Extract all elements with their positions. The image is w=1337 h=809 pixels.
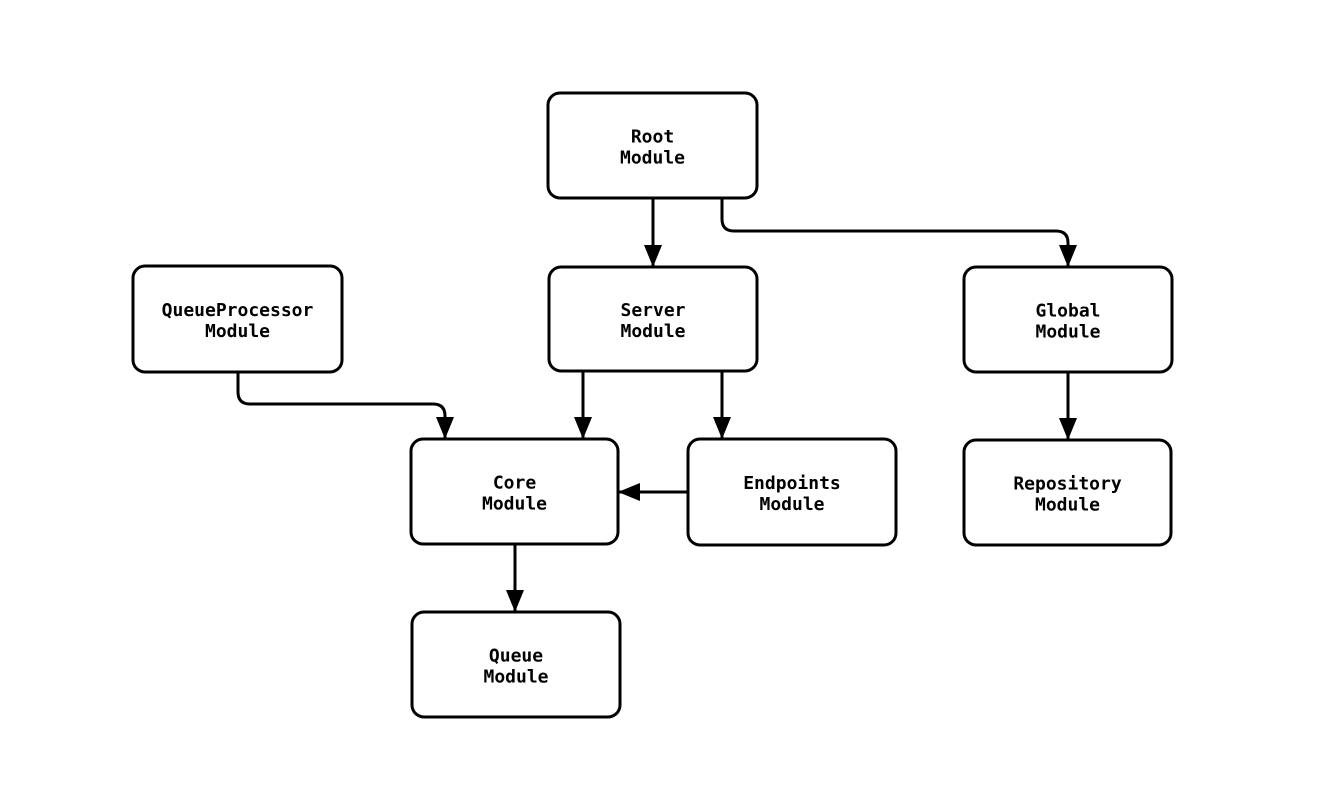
node-endpoints-box (686, 437, 898, 547)
node-root-box (546, 91, 759, 200)
node-core-box (409, 437, 620, 546)
edges-layer (236, 196, 1077, 613)
node-global-box (962, 265, 1174, 374)
node-queue-box (410, 610, 622, 719)
edge-root-to-global (720, 196, 1077, 268)
edge-queueprocessor-to-core (236, 370, 454, 440)
node-queueprocessor-box (131, 264, 344, 374)
node-repository-box (962, 438, 1173, 547)
node-server-box (547, 265, 759, 373)
